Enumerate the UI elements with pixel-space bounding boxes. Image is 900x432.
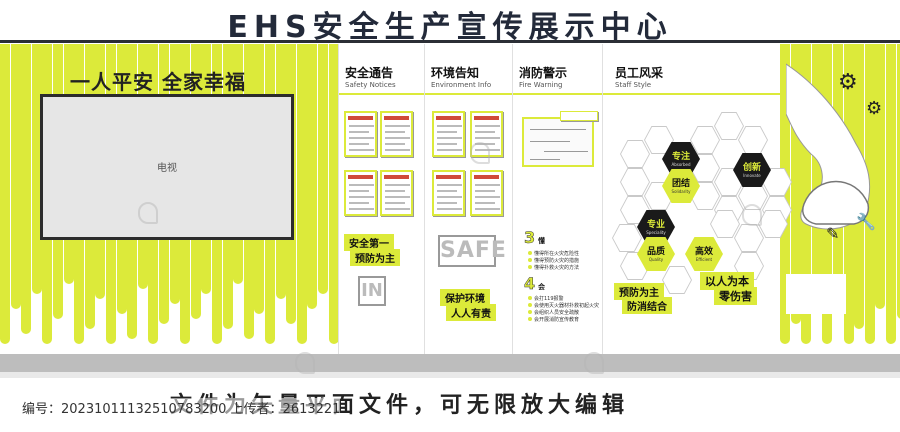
list-item: 懂得预防火灾的措施	[528, 257, 579, 264]
watermark-text: 编号：20231011132510783200 上传者：2613221	[22, 398, 341, 417]
yellow-stripe	[328, 44, 339, 344]
watermark-logo-icon	[742, 204, 762, 226]
tag-safety-first: 安全第一	[344, 234, 394, 251]
yellow-stripe	[318, 44, 328, 294]
tag-prevention: 预防为主	[350, 249, 400, 266]
floor-base	[0, 354, 900, 372]
worker-silhouette-icon	[786, 63, 871, 314]
notice-card	[432, 111, 465, 157]
hex-outline	[734, 224, 764, 252]
yellow-stripe	[21, 44, 32, 334]
panel-divider	[339, 93, 424, 95]
group3-number: 3	[524, 228, 536, 248]
panel-subtitle: Fire Warning	[519, 81, 563, 89]
yellow-stripe	[896, 44, 900, 319]
group4-label: 会	[538, 283, 545, 291]
hex-outline	[620, 168, 650, 196]
tag-prevent-extinguish: 防消结合	[622, 297, 672, 314]
hex-outline	[620, 140, 650, 168]
yellow-stripe	[790, 44, 801, 324]
list-item: 会组织人员安全疏散	[528, 309, 579, 316]
tag-everyone-responsible: 人人有责	[446, 304, 496, 321]
notice-card	[432, 170, 465, 216]
tag-people-oriented: 以人为本	[700, 272, 754, 290]
panel-divider	[425, 93, 512, 95]
list-item: 会打119报警	[528, 295, 564, 302]
panel-subtitle: Staff Style	[615, 81, 652, 89]
tag-protect-env: 保护环境	[440, 289, 490, 306]
yellow-stripe	[31, 44, 42, 294]
panel-subtitle: Environment Info	[431, 81, 492, 89]
page-title: EHS安全生产宣传展示中心	[227, 10, 673, 45]
yellow-stripe	[811, 44, 822, 304]
hex-outline	[612, 224, 642, 252]
tv-screen: 电视	[40, 94, 294, 240]
notice-card	[470, 170, 503, 216]
gear-icon: ⚙	[838, 70, 858, 95]
panel-title: 安全通告	[345, 66, 394, 80]
tag-prevention-first: 预防为主	[614, 283, 664, 300]
yellow-stripe	[801, 44, 812, 344]
hex-outline	[758, 210, 788, 238]
hex-outline	[738, 126, 768, 154]
notice-card	[344, 111, 377, 157]
watermark-logo-icon	[138, 202, 158, 224]
notice-card	[380, 170, 413, 216]
wrench-icon: 🔧	[856, 212, 876, 231]
list-item: 懂得所在火灾危险性	[528, 250, 579, 257]
evacuation-map	[522, 117, 594, 167]
group4-number: 4	[524, 274, 536, 294]
notice-card	[344, 170, 377, 216]
floor-shadow	[0, 372, 900, 378]
tag-zero-injury: 零伤害	[714, 287, 757, 305]
list-item: 会使用灭火器材扑救初起火灾	[528, 302, 599, 309]
hex-outline	[710, 210, 740, 238]
in-sign-icon: IN	[358, 276, 386, 306]
panel-title: 环境告知	[431, 66, 480, 80]
panel-divider	[603, 93, 780, 95]
yellow-stripe	[307, 44, 318, 309]
safe-sign-icon: SAFE	[438, 235, 506, 267]
left-slogan: 一人平安 全家幸福	[70, 70, 246, 94]
hex-outline	[690, 126, 720, 154]
yellow-stripe	[864, 44, 875, 344]
group3-label: 懂	[538, 237, 545, 245]
list-item: 会开展消防宣传教育	[528, 316, 579, 323]
yellow-stripe	[296, 44, 307, 344]
panel-subtitle: Safety Notices	[345, 81, 396, 89]
panel-title: 消防警示	[519, 66, 568, 80]
panel-fire-warning: 消防警示 Fire Warning	[512, 44, 602, 354]
yellow-stripe	[875, 44, 886, 309]
screwdriver-icon: ✎	[826, 224, 840, 243]
panel-divider	[513, 93, 602, 95]
gear-small-icon: ⚙	[866, 98, 883, 119]
yellow-stripe	[0, 44, 10, 344]
yellow-stripe	[10, 44, 21, 309]
watermark-logo-icon	[295, 352, 315, 374]
map-title-card	[560, 111, 598, 121]
panel-title: 员工风采	[615, 66, 664, 80]
list-item: 懂得扑救火灾的方法	[528, 264, 579, 271]
watermark-logo-icon	[584, 352, 604, 374]
yellow-stripe	[886, 44, 896, 344]
tv-label: 电视	[157, 163, 177, 174]
watermark-logo-icon	[470, 142, 490, 164]
notice-card	[380, 111, 413, 157]
